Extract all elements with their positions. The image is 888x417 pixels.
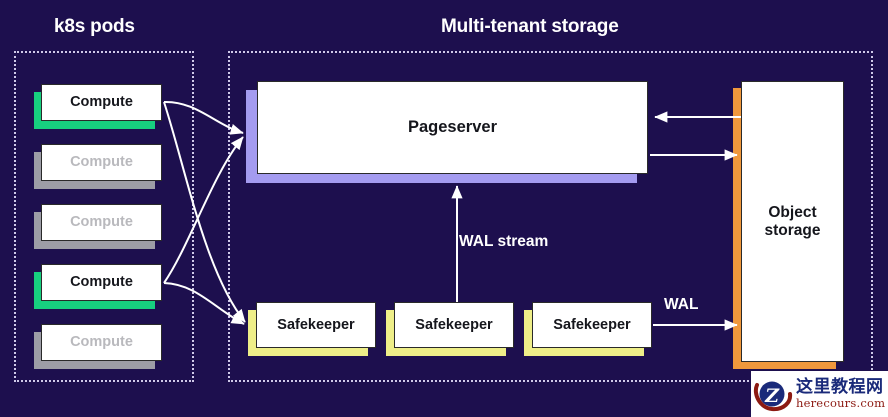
safekeeper-node-3-label: Safekeeper	[553, 316, 631, 333]
object-storage-label-line2: storage	[764, 221, 821, 239]
compute-node-3-label: Compute	[70, 214, 133, 231]
compute-node-3[interactable]: Compute	[41, 204, 162, 241]
safekeeper-node-1[interactable]: Safekeeper	[256, 302, 376, 348]
object-storage-label: Object storage	[765, 204, 821, 240]
safekeeper-node-3[interactable]: Safekeeper	[532, 302, 652, 348]
edge-label-wal-stream: WAL stream	[459, 233, 549, 250]
safekeeper-node-2[interactable]: Safekeeper	[394, 302, 514, 348]
section-title-multi-tenant-storage: Multi-tenant storage	[441, 16, 619, 37]
object-storage-label-line1: Object	[768, 203, 817, 221]
compute-node-1-label: Compute	[70, 94, 133, 111]
section-title-k8s-pods: k8s pods	[54, 16, 135, 37]
safekeeper-node-2-label: Safekeeper	[415, 316, 493, 333]
compute-node-2-label: Compute	[70, 154, 133, 171]
watermark-text-group: 这里教程网 herecours.com	[795, 376, 886, 410]
object-storage-node[interactable]: Object storage	[741, 81, 844, 362]
compute-node-2[interactable]: Compute	[41, 144, 162, 181]
compute-node-1[interactable]: Compute	[41, 84, 162, 121]
compute-node-5[interactable]: Compute	[41, 324, 162, 361]
watermark-chinese-text: 这里教程网	[796, 376, 884, 397]
compute-node-5-label: Compute	[70, 334, 133, 351]
pageserver-label: Pageserver	[408, 117, 497, 136]
edge-label-wal: WAL	[664, 296, 699, 313]
pageserver-node[interactable]: Pageserver	[257, 81, 648, 174]
watermark: Z 这里教程网 herecours.com	[751, 371, 888, 417]
watermark-url: herecours.com	[796, 395, 886, 410]
compute-node-4-label: Compute	[70, 274, 133, 291]
compute-node-4[interactable]: Compute	[41, 264, 162, 301]
watermark-logo-icon: Z	[751, 372, 795, 416]
svg-text:Z: Z	[764, 385, 780, 407]
safekeeper-node-1-label: Safekeeper	[277, 316, 355, 333]
